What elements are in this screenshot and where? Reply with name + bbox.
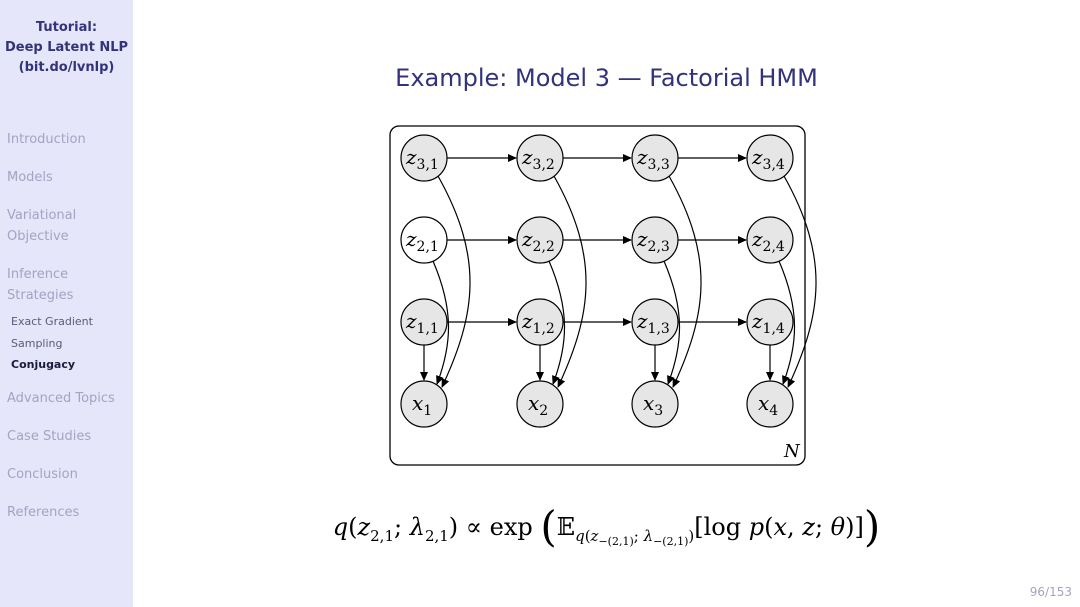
nav-label: Models	[7, 170, 53, 185]
node-label: z3,3	[636, 145, 670, 173]
nav-label: Objective	[7, 229, 69, 244]
emission-arrow	[663, 260, 681, 385]
node-label: z2,3	[636, 227, 670, 255]
emission-arrow	[778, 260, 796, 385]
emission-arrow	[668, 175, 702, 388]
node-label: z2,1	[405, 227, 439, 255]
nav-label: Introduction	[7, 132, 86, 147]
observed-node-x-1: x1	[400, 380, 448, 428]
emission-arrow	[432, 260, 450, 385]
nav-sub-exact-gradient[interactable]: Exact Gradient	[11, 315, 93, 328]
presentation-title-line: Tutorial:	[35, 20, 98, 35]
node-label: z1,4	[751, 309, 785, 337]
sidebar-navigation: Tutorial: Deep Latent NLP (bit.do/lvnlp)…	[0, 0, 133, 607]
plate-label: N	[783, 441, 801, 462]
nav-sub-conjugacy[interactable]: Conjugacy	[11, 358, 76, 371]
observed-node-x-4: x4	[746, 380, 794, 428]
node-label: x2	[528, 391, 548, 419]
node-circle	[746, 380, 794, 428]
observed-node-x-3: x3	[631, 380, 679, 428]
presentation-title-line: (bit.do/lvnlp)	[18, 60, 115, 75]
node-circle	[400, 298, 448, 346]
node-label: z1,2	[521, 309, 555, 337]
node-label: x1	[412, 391, 432, 419]
node-circle	[516, 380, 564, 428]
node-circle	[516, 216, 564, 264]
node-circle	[631, 380, 679, 428]
latent-node-z-3-1: z3,1	[400, 134, 448, 182]
nav-label: Conclusion	[7, 467, 78, 482]
node-circle	[400, 380, 448, 428]
node-label: z2,2	[521, 227, 555, 255]
nav-inference-strategies[interactable]: Inference Strategies	[7, 264, 73, 306]
nav-introduction[interactable]: Introduction	[7, 129, 86, 150]
nav-label: Strategies	[7, 288, 74, 303]
emission-arrow	[437, 175, 471, 388]
node-label: z1,1	[405, 309, 439, 337]
latent-node-z-3-2: z3,2	[516, 134, 564, 182]
node-label: z2,4	[751, 227, 785, 255]
node-label: z3,4	[751, 145, 785, 173]
latent-node-z-2-2: z2,2	[516, 216, 564, 264]
nav-label: Inference	[7, 267, 69, 282]
latent-node-z-3-4: z3,4	[746, 134, 794, 182]
node-circle	[746, 216, 794, 264]
presentation-title[interactable]: Tutorial: Deep Latent NLP (bit.do/lvnlp)	[0, 18, 133, 78]
nav-label: References	[7, 505, 80, 520]
page-number: 96/153	[1029, 585, 1072, 599]
nav-case-studies[interactable]: Case Studies	[7, 426, 91, 447]
plate-box	[389, 125, 806, 466]
node-circle	[631, 298, 679, 346]
nav-label: Case Studies	[7, 429, 92, 444]
latent-node-z-3-3: z3,3	[631, 134, 679, 182]
emission-arrow	[553, 175, 587, 388]
node-circle	[746, 134, 794, 182]
node-label: z3,1	[405, 145, 439, 173]
emission-arrow	[548, 260, 566, 385]
nav-label: Advanced Topics	[7, 391, 115, 406]
nav-advanced-topics[interactable]: Advanced Topics	[7, 388, 115, 409]
node-label: z3,2	[521, 145, 555, 173]
latent-node-z-2-3: z2,3	[631, 216, 679, 264]
diagram-nodes: z3,1 z3,2 z3,3 z3,4 z2,1 z2,2 z2,3 z2,4 z1,1 z1,2…	[400, 134, 794, 428]
latent-node-z-1-1: z1,1	[400, 298, 448, 346]
nav-models[interactable]: Models	[7, 167, 53, 188]
latent-node-z-1-4: z1,4	[746, 298, 794, 346]
node-label: z1,3	[636, 309, 670, 337]
latent-node-z-1-3: z1,3	[631, 298, 679, 346]
node-label: x3	[643, 391, 663, 419]
slide-title: Example: Model 3 — Factorial HMM	[395, 64, 818, 92]
node-label: x4	[758, 391, 778, 419]
nav-references[interactable]: References	[7, 502, 79, 523]
latent-node-z-1-2: z1,2	[516, 298, 564, 346]
node-circle	[631, 134, 679, 182]
node-circle	[631, 216, 679, 264]
latent-node-z-2-1: z2,1	[400, 216, 448, 264]
nav-label: Variational	[7, 208, 77, 223]
node-circle	[516, 134, 564, 182]
nav-sub-sampling[interactable]: Sampling	[11, 337, 63, 350]
node-circle	[400, 216, 448, 264]
nav-conclusion[interactable]: Conclusion	[7, 464, 78, 485]
node-circle	[516, 298, 564, 346]
latent-node-z-2-4: z2,4	[746, 216, 794, 264]
diagram-edges	[419, 153, 817, 388]
node-circle	[400, 134, 448, 182]
nav-variational-objective[interactable]: Variational Objective	[7, 205, 76, 247]
presentation-title-line: Deep Latent NLP	[4, 40, 129, 55]
variational-update-formula: q(z2,1; λ2,1) ∝ exp (𝔼q(z−(2,1); λ−(2,1)…	[332, 502, 881, 551]
observed-node-x-2: x2	[516, 380, 564, 428]
emission-arrow	[783, 175, 817, 388]
node-circle	[746, 298, 794, 346]
